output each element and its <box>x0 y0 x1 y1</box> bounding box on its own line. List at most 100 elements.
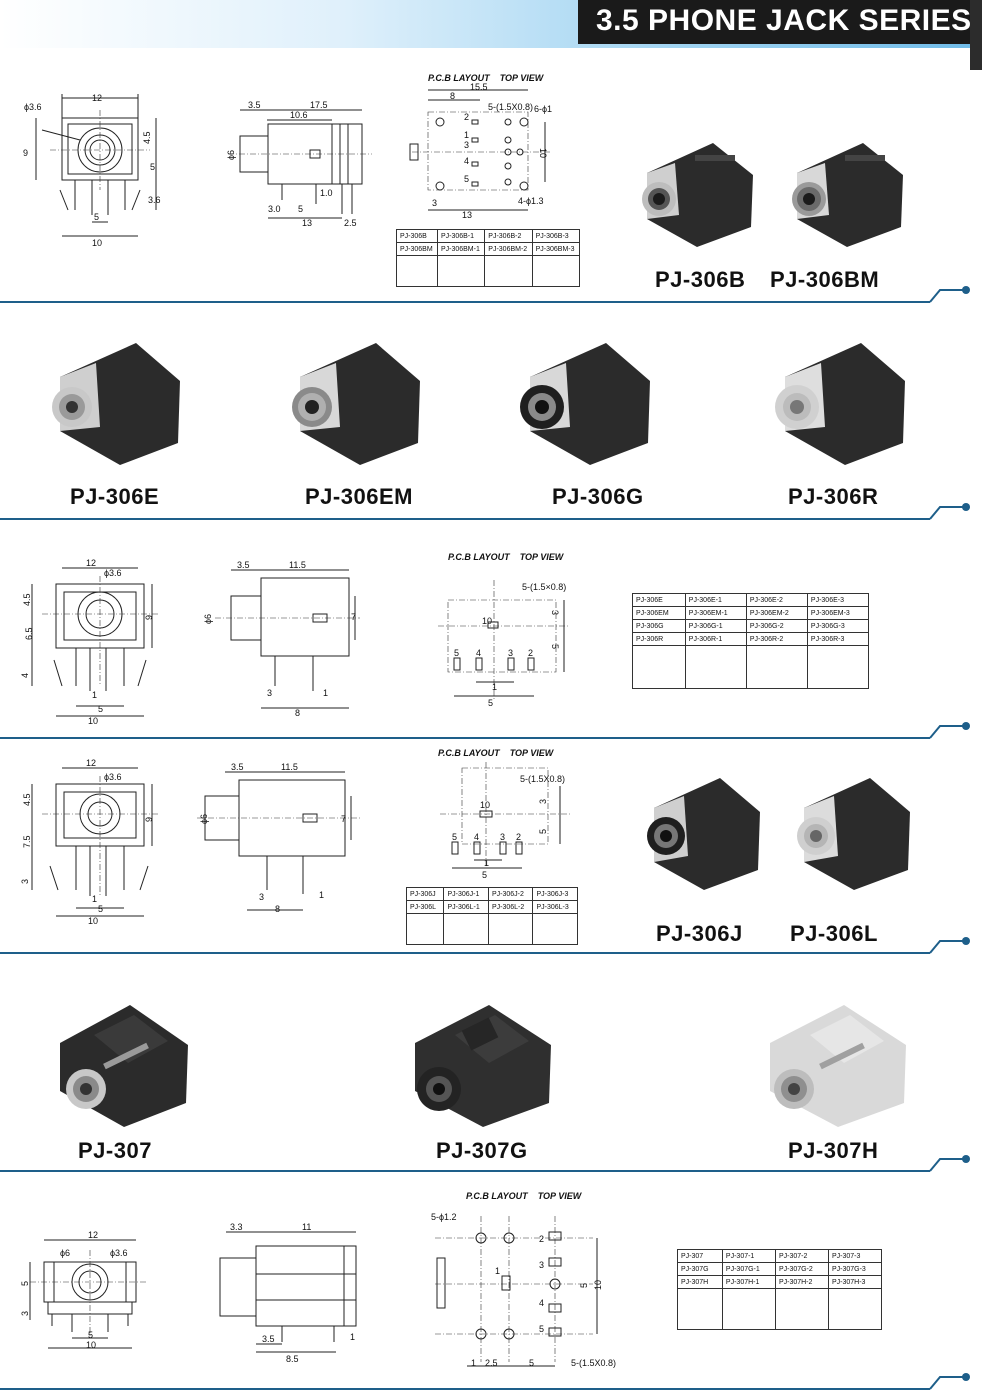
schematic-cell <box>827 1288 883 1330</box>
section-divider <box>0 1155 970 1172</box>
jack-photo-307h <box>770 1005 906 1127</box>
dim-label: ϕ3.6 <box>104 568 122 578</box>
dim-label: 3.5 <box>231 762 244 772</box>
jack-photo-306em <box>292 343 420 465</box>
dim-label: 1 <box>471 1358 476 1368</box>
jack-photo-307g <box>415 1005 551 1127</box>
pcb-layout-drawing-306j: 5-(1.5X0.8) 10 3 5 5 4 3 2 1 5 <box>440 762 570 880</box>
dim-label: 3.3 <box>230 1222 243 1232</box>
jack-photo-306j <box>647 778 760 890</box>
dim-label: 3 <box>267 688 272 698</box>
pin-num: 1 <box>464 130 469 140</box>
dim-label: 8 <box>450 91 455 101</box>
dim-label: 3.0 <box>268 204 281 214</box>
dim-label: 13 <box>302 218 312 228</box>
schematic-cell <box>721 1288 776 1330</box>
table-cell: PJ-306BM-3 <box>531 242 581 256</box>
pcb-view-label: TOP VIEW <box>537 1191 582 1201</box>
pcb-view-label: TOP VIEW <box>519 552 564 562</box>
dim-label: ϕ6 <box>203 614 213 624</box>
schematic-cell <box>487 913 534 945</box>
pcb-view-label: TOP VIEW <box>499 73 544 83</box>
section-divider <box>0 937 970 954</box>
dim-label: 3 <box>20 879 30 884</box>
dim-label: 6.5 <box>24 627 34 640</box>
dim-label: 3 <box>20 1311 30 1316</box>
title-box <box>578 0 982 44</box>
table-cell: PJ-306B-2 <box>484 229 533 243</box>
pcb-layout-title: P.C.B LAYOUT TOP VIEW <box>466 1191 581 1201</box>
pin-num: 3 <box>508 648 513 658</box>
dim-label: 15.5 <box>470 82 488 92</box>
table-cell: PJ-306R-3 <box>806 632 870 646</box>
table-cell: PJ-306B <box>396 229 438 243</box>
table-cell: PJ-306L-3 <box>532 900 578 914</box>
pin-num: 4 <box>464 156 469 166</box>
table-cell: PJ-306EM-1 <box>684 606 747 620</box>
table-cell: PJ-306J-2 <box>487 887 534 901</box>
dim-label: ϕ3.6 <box>104 772 122 782</box>
schematic-cell <box>677 1288 723 1330</box>
table-cell: PJ-306E-1 <box>684 593 747 607</box>
schematic-cell <box>684 645 747 689</box>
dim-label: 5-(1.5×0.8) <box>522 582 566 592</box>
dim-label: 3.6 <box>148 195 161 205</box>
table-cell: PJ-306BM-1 <box>436 242 486 256</box>
table-cell: PJ-306J <box>405 887 445 901</box>
pcb-layout-drawing-306b: 15.5 8 5-(1.5X0.8) 6-ϕ1 2 1 3 4 5 10 4-ϕ… <box>409 82 552 220</box>
part-label: PJ-306R <box>788 484 879 509</box>
dim-label: 4-ϕ1.3 <box>518 196 544 206</box>
dim-label: 11.5 <box>281 762 298 772</box>
dim-label: 1.0 <box>320 188 333 198</box>
dim-label: 10 <box>538 148 548 158</box>
dim-label: 7 <box>341 814 346 824</box>
dim-label: 5 <box>94 212 99 222</box>
side-view-drawing-307: 3.3 11 3.5 1 8.5 <box>219 1222 357 1364</box>
pin-num: 10 <box>480 800 490 810</box>
table-cell: PJ-306L <box>405 900 445 914</box>
dim-label: ϕ3.6 <box>110 1248 128 1258</box>
table-cell: PJ-306L-1 <box>443 900 489 914</box>
part-label: PJ-307G <box>436 1138 528 1163</box>
dim-label: 12 <box>88 1230 98 1240</box>
pin-num: 1 <box>495 1266 500 1276</box>
dim-label: 5 <box>579 1283 589 1288</box>
dim-label: 3 <box>538 799 548 804</box>
dim-label: 7 <box>351 612 356 622</box>
part-label: PJ-307H <box>788 1138 879 1163</box>
dim-label: 5-ϕ1.2 <box>431 1212 457 1222</box>
dim-label: 1 <box>484 858 489 868</box>
pin-num: 3 <box>539 1260 544 1270</box>
dim-label: 17.5 <box>310 100 328 110</box>
pin-num: 5 <box>539 1324 544 1334</box>
schematic-cell <box>531 255 581 287</box>
dim-label: 12 <box>92 93 102 103</box>
pin-num: 2 <box>516 832 521 842</box>
dim-label: 3.5 <box>262 1334 275 1344</box>
dim-label: 10 <box>88 916 98 926</box>
table-cell: PJ-306J-3 <box>532 887 578 901</box>
front-view-drawing-306j: 12 ϕ3.6 4.5 7.5 3 9 1 5 10 <box>20 758 158 926</box>
part-label: PJ-306G <box>552 484 644 509</box>
side-view-drawing-306b: 3.5 17.5 10.6 ϕ6 1.0 3.0 5 13 2.5 <box>226 100 372 228</box>
part-label: PJ-306B <box>655 267 746 292</box>
dim-label: 4.5 <box>22 593 32 606</box>
jack-photo-306l <box>797 778 910 890</box>
table-cell: PJ-307G-3 <box>827 1262 883 1276</box>
dim-label: 9 <box>144 817 154 822</box>
table-cell: PJ-307-2 <box>774 1249 829 1263</box>
table-cell: PJ-307H-1 <box>721 1275 776 1289</box>
dim-label: 12 <box>86 758 96 768</box>
table-cell: PJ-306R <box>632 632 686 646</box>
dim-label: 4 <box>20 673 30 678</box>
table-cell: PJ-307-3 <box>827 1249 883 1263</box>
dim-label: 1 <box>92 690 97 700</box>
pin-num: 2 <box>528 648 533 658</box>
table-cell: PJ-306EM-3 <box>806 606 870 620</box>
dim-label: 5 <box>298 204 303 214</box>
part-label: PJ-307 <box>78 1138 152 1163</box>
dim-label: 5 <box>550 644 560 649</box>
table-cell: PJ-307G-2 <box>774 1262 829 1276</box>
table-cell: PJ-306EM-2 <box>745 606 808 620</box>
